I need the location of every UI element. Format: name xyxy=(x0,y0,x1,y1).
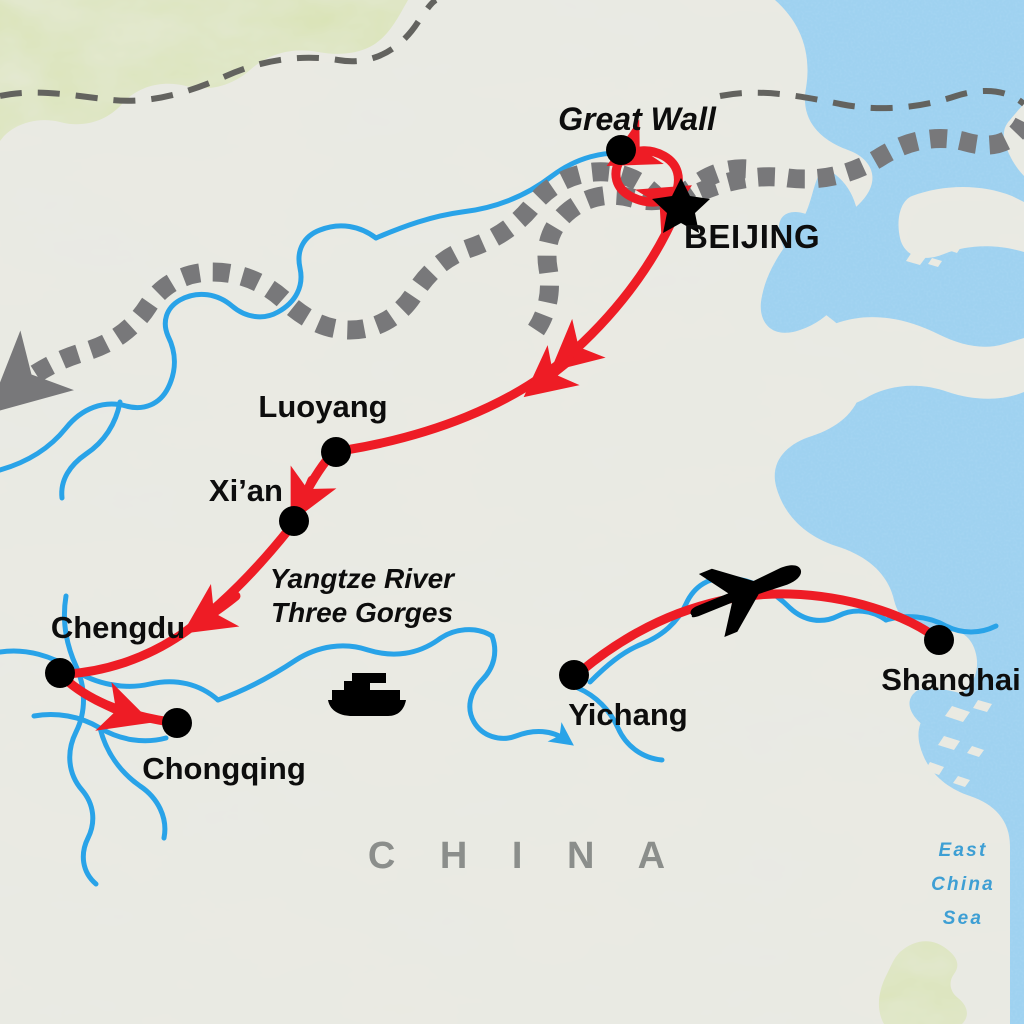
yangtze-below-yichang xyxy=(575,685,665,763)
yellow-river xyxy=(0,223,379,473)
label-beijing: BEIJING xyxy=(684,218,820,255)
marker-chongqing[interactable] xyxy=(162,708,192,738)
mongolia-region xyxy=(0,0,408,141)
label-east-china-sea-line1: East xyxy=(939,840,988,861)
city-markers xyxy=(45,135,954,738)
map-labels: Great Wall BEIJING Luoyang Xi’an Chengdu… xyxy=(51,101,1021,929)
label-luoyang: Luoyang xyxy=(258,389,387,424)
yangtze-three-gorges-reach xyxy=(215,627,495,703)
label-east-china-sea-line2: China xyxy=(931,874,995,895)
label-yangtze-river: Yangtze River xyxy=(270,563,456,594)
sichuan-river-1 xyxy=(61,593,99,887)
label-east-china-sea-line3: Sea xyxy=(943,908,983,929)
cruise-ship-icon xyxy=(328,673,406,716)
marker-great-wall[interactable] xyxy=(606,135,636,165)
route-chengdu-chongqing-arrow xyxy=(91,682,152,731)
route-beijing-luoyang-arrow xyxy=(523,345,580,398)
label-great-wall: Great Wall xyxy=(558,101,717,137)
zhoushan-islands xyxy=(925,700,992,787)
marker-yichang[interactable] xyxy=(559,660,589,690)
marker-chengdu[interactable] xyxy=(45,658,75,688)
airplane-icon xyxy=(690,565,802,638)
label-xian: Xi’an xyxy=(209,473,283,508)
border-north xyxy=(0,0,438,104)
marker-luoyang[interactable] xyxy=(321,437,351,467)
label-shanghai: Shanghai xyxy=(881,662,1021,697)
bohai-islets xyxy=(906,244,961,267)
marker-beijing-star[interactable] xyxy=(652,178,710,233)
great-wall-east-segment xyxy=(696,117,1024,201)
yellow-river-branch xyxy=(59,399,123,501)
national-borders xyxy=(0,0,1024,112)
yangtze-mid xyxy=(467,633,574,746)
label-chengdu: Chengdu xyxy=(51,610,185,645)
great-wall-west-segment xyxy=(0,162,666,414)
marker-xian[interactable] xyxy=(279,506,309,536)
label-country-china: C H I N A xyxy=(368,835,682,877)
route-yichang-shanghai-flight xyxy=(575,589,939,677)
great-wall-line xyxy=(0,117,1024,414)
route-xian-chengdu xyxy=(61,523,295,679)
yellow-river-lower xyxy=(373,150,635,241)
great-wall-loop-segment xyxy=(527,159,758,336)
label-yichang: Yichang xyxy=(568,697,687,732)
sichuan-river-3 xyxy=(97,725,168,841)
taiwan-island xyxy=(878,941,967,1024)
bohai-bay xyxy=(760,168,860,333)
label-three-gorges: Three Gorges xyxy=(271,597,453,628)
label-chongqing: Chongqing xyxy=(142,751,306,786)
border-northeast xyxy=(719,87,1024,112)
shandong-peninsula xyxy=(808,317,1024,407)
route-xian-chengdu-arrow xyxy=(182,583,241,634)
marker-shanghai[interactable] xyxy=(924,625,954,655)
liaodong-peninsula xyxy=(898,187,1024,258)
